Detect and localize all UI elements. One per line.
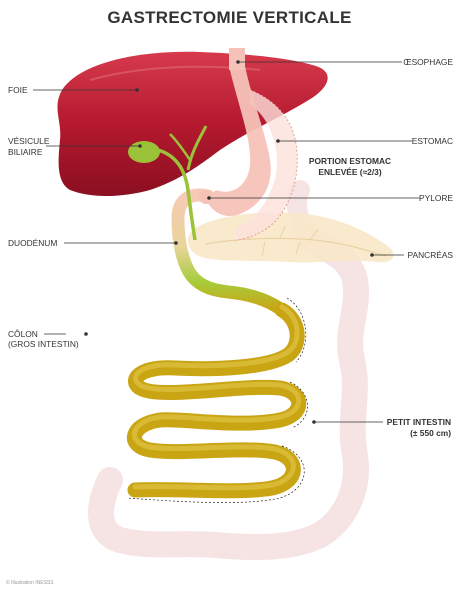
label-vesicule-line2: BILIAIRE xyxy=(8,147,42,157)
page-title: GASTRECTOMIE VERTICALE xyxy=(0,8,459,28)
label-pancreas: PANCRÉAS xyxy=(408,250,453,260)
label-vesicule-line1: VÉSICULE xyxy=(8,136,49,146)
label-colon-line2: (GROS INTESTIN) xyxy=(8,339,79,349)
small-intestine xyxy=(128,298,308,503)
label-pylore: PYLORE xyxy=(419,193,453,203)
label-colon-line1: CÔLON xyxy=(8,329,38,339)
label-estomac: ESTOMAC xyxy=(412,136,453,146)
label-duodenum: DUODÉNUM xyxy=(8,238,57,248)
label-foie: FOIE xyxy=(8,85,28,95)
label-portion-line2: ENLEVÉE (≈2/3) xyxy=(302,167,398,177)
footer-credit: © Illustration INESSS xyxy=(6,580,54,586)
label-portion-line1: PORTION ESTOMAC xyxy=(302,156,398,166)
label-petit-intestin-line1: PETIT INTESTIN xyxy=(387,417,451,427)
label-oesophage: ŒSOPHAGE xyxy=(403,57,453,67)
pancreas xyxy=(188,213,394,263)
label-petit-intestin-line2: (± 550 cm) xyxy=(410,428,451,438)
